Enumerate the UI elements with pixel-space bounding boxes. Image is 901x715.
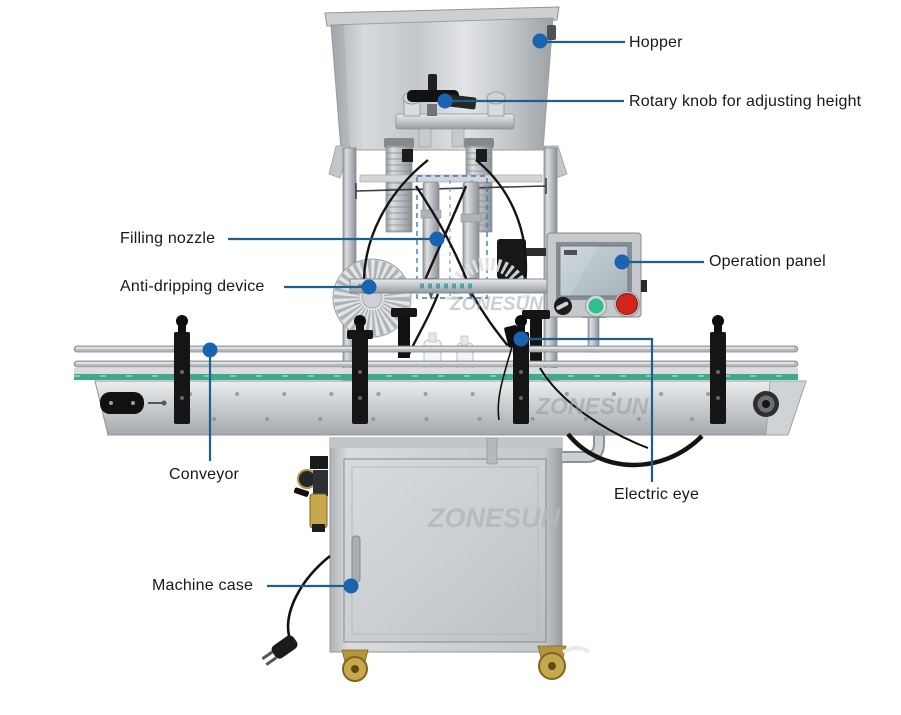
callout-dot-filling-nozzle [429, 231, 445, 247]
conveyor-graphic [73, 315, 807, 436]
callout-dot-anti-dripping [361, 279, 377, 295]
door-handle [351, 535, 361, 583]
operation-panel-graphic [546, 232, 647, 353]
rotary-disc [332, 258, 412, 338]
callout-label-anti-dripping-device: Anti-dripping device [120, 278, 265, 295]
pipes-cables [539, 367, 704, 468]
emergency-stop-button [616, 293, 638, 315]
callout-dot-machine-case [343, 578, 359, 594]
conveyor-end-plate [100, 392, 144, 414]
callout-dot-hopper [532, 33, 548, 49]
machine-case-graphic [329, 437, 591, 682]
callout-label-machine-case: Machine case [152, 577, 254, 594]
callout-label-electric-eye: Electric eye [614, 486, 700, 503]
watermark-text: ZONESUN ZONESUN ZONESUN [427, 294, 649, 533]
start-button [588, 298, 604, 314]
callout-dot-rotary-knob [437, 93, 453, 109]
callout-dot-electric-eye [513, 331, 529, 347]
callout-label-filling-nozzle: Filling nozzle [120, 230, 216, 247]
callout-dot-conveyor [202, 342, 218, 358]
hopper-clip [547, 25, 556, 40]
svg-text:ZONESUN: ZONESUN [449, 294, 544, 315]
anti-dripping-graphic [349, 278, 563, 294]
svg-text:ZONESUN: ZONESUN [535, 393, 649, 419]
callout-label-operation-panel: Operation panel [709, 253, 826, 270]
callout-label-conveyor: Conveyor [169, 466, 240, 483]
power-cord [261, 554, 331, 666]
filling-nozzle-graphic [332, 159, 563, 355]
callout-label-hopper: Hopper [629, 34, 683, 51]
callout-line-electric-eye [527, 337, 654, 482]
svg-text:ZONESUN: ZONESUN [427, 503, 561, 533]
casters [341, 645, 591, 682]
air-filter-regulator [293, 456, 328, 532]
callout-label-rotary-knob: Rotary knob for adjusting height [629, 93, 862, 110]
cabinet-door [343, 458, 547, 643]
callout-dot-operation-panel [614, 254, 630, 270]
rail-brackets [174, 315, 726, 424]
